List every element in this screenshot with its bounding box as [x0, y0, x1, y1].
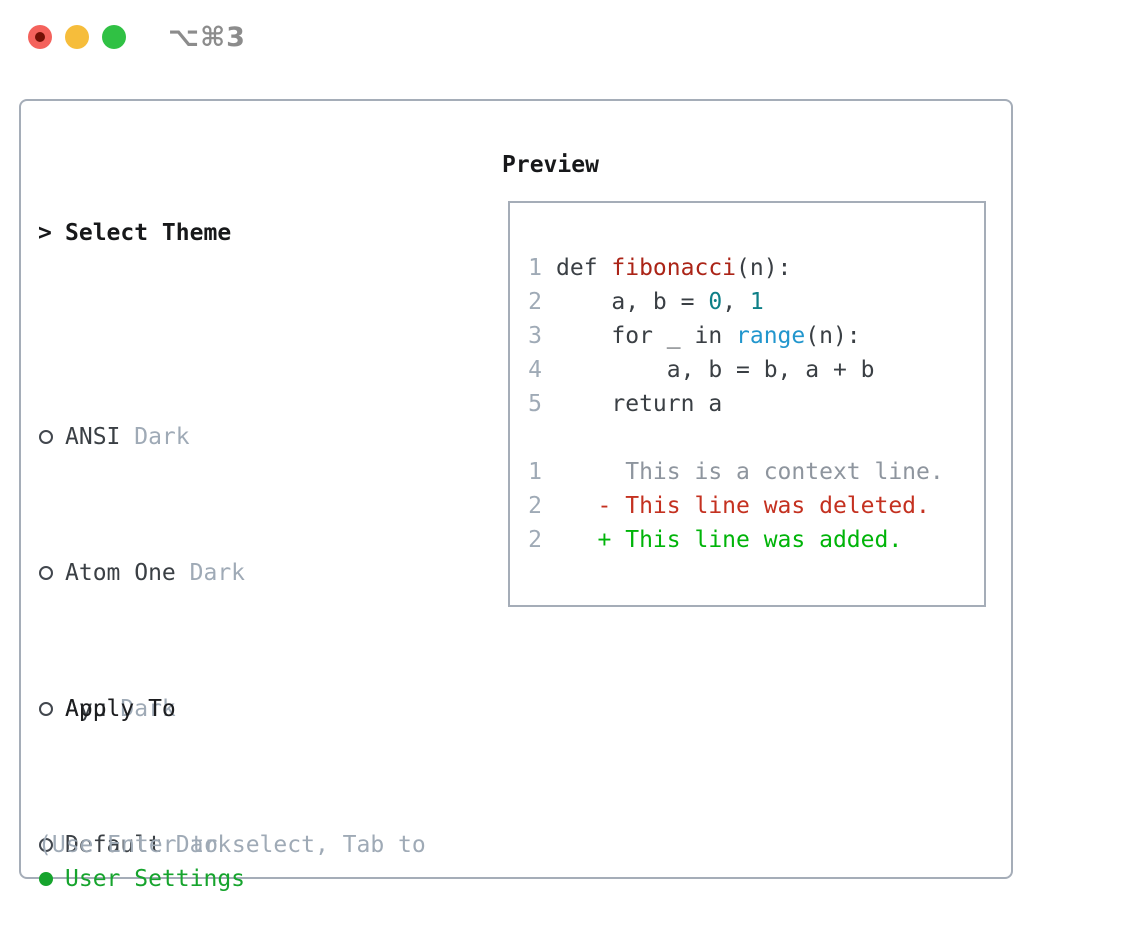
code-line: 5 return a — [528, 387, 944, 421]
radio-icon — [39, 566, 53, 580]
apply-to-header: Apply To — [38, 692, 314, 726]
close-button-icon[interactable] — [28, 25, 52, 49]
theme-dialog-panel: > Select Theme ANSI Dark Atom One Dark — [19, 99, 1013, 892]
code-line: 1 This is a context line. — [528, 455, 944, 489]
hint-line-1: (Use Enter to select, Tab to — [38, 832, 426, 858]
window-title: ⌥⌘3 — [168, 22, 246, 53]
radio-icon — [39, 872, 53, 886]
code-line: 2 a, b = 0, 1 — [528, 285, 944, 319]
minimize-button-icon[interactable] — [65, 25, 89, 49]
line-number: 1 — [528, 255, 542, 281]
line-number: 5 — [528, 391, 542, 417]
theme-option-variant: Dark — [161, 832, 232, 858]
theme-list: > Select Theme ANSI Dark Atom One Dark — [38, 148, 328, 934]
apply-to-option[interactable]: User Settings — [38, 862, 314, 896]
line-number — [528, 421, 542, 455]
titlebar: ⌥⌘3 — [0, 0, 1140, 74]
line-number: 1 — [528, 459, 542, 485]
theme-option[interactable]: ANSI Dark — [38, 420, 328, 454]
apply-to-title: Apply To — [65, 696, 176, 722]
theme-option-label: Ayu — [65, 696, 107, 722]
preview-title: Preview — [502, 152, 599, 178]
theme-option-label: Default — [65, 832, 162, 858]
radio-icon — [39, 702, 53, 716]
theme-option-variant: Dark — [175, 560, 246, 586]
theme-option-variant: Dark — [106, 696, 176, 722]
zoom-button-icon[interactable] — [102, 25, 126, 49]
theme-option-label: User Settings — [65, 866, 246, 892]
theme-list-header: > Select Theme — [38, 216, 328, 250]
theme-option-label: Atom One — [65, 560, 176, 586]
line-number: 2 — [528, 527, 542, 553]
line-number: 2 — [528, 493, 542, 519]
theme-option[interactable]: Ayu Dark — [38, 692, 328, 726]
code-line — [528, 421, 944, 455]
line-number: 4 — [528, 357, 542, 383]
line-number: 2 — [528, 289, 542, 315]
theme-option-label: ANSI — [65, 424, 121, 450]
line-number: 3 — [528, 323, 542, 349]
apply-to-group: Apply To User Settings Workspace Setting… — [38, 624, 314, 934]
hint-line-2: change focus) — [38, 930, 426, 934]
radio-icon — [39, 838, 53, 852]
radio-icon — [39, 430, 53, 444]
theme-list-title: Select Theme — [65, 220, 232, 246]
code-line: 2 + This line was added. — [528, 523, 944, 557]
code-line: 2 - This line was deleted. — [528, 489, 944, 523]
theme-option[interactable]: Default Dark — [38, 828, 328, 862]
focus-caret-icon: > — [38, 220, 52, 246]
code-line: 4 a, b = b, a + b — [528, 353, 944, 387]
theme-option[interactable]: Atom One Dark — [38, 556, 328, 590]
keyboard-hint: (Use Enter to select, Tab to change focu… — [38, 760, 426, 934]
theme-option-variant: Dark — [120, 424, 190, 450]
code-line: 3 for _ in range(n): — [528, 319, 944, 353]
